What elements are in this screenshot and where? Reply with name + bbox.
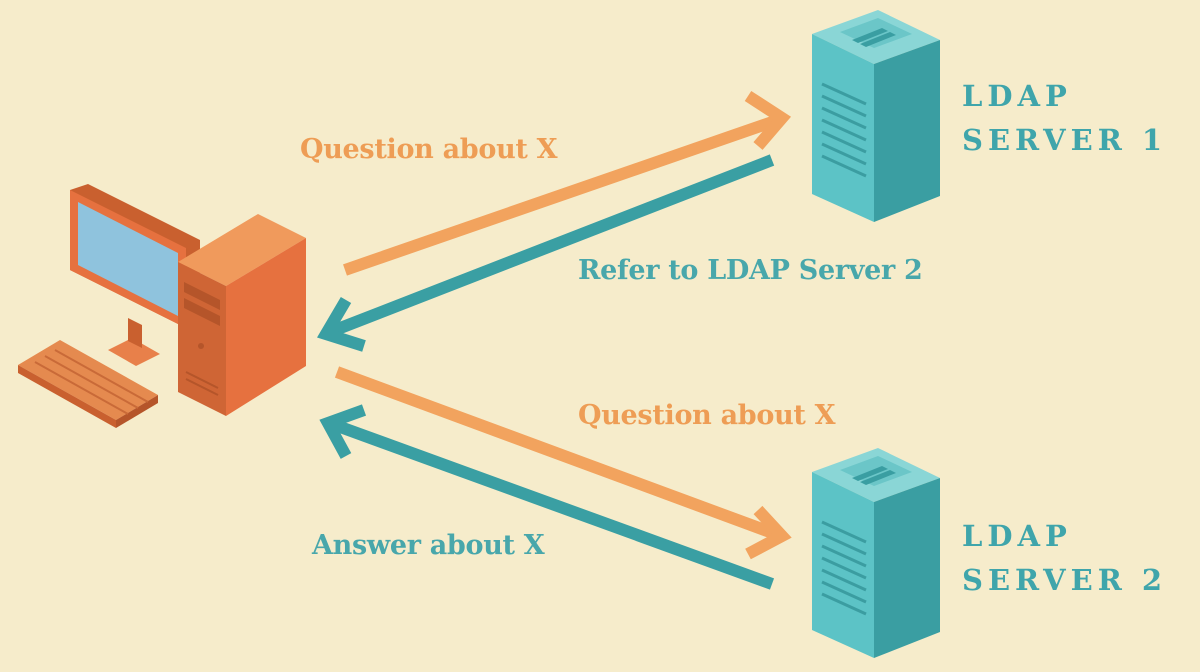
monitor [70,184,200,328]
server-2-title-line2: SERVER 2 [962,563,1168,597]
arrow-referral [317,154,775,352]
ldap-server-2 [812,448,940,658]
client-computer [18,184,306,428]
arrow-question-2 [334,366,792,560]
server-2-title-line1: LDAP [962,519,1072,553]
keyboard [18,340,158,428]
label-answer: Answer about X [312,530,545,561]
label-referral: Refer to LDAP Server 2 [578,255,923,286]
server-2-title: LDAP SERVER 2 [962,514,1167,602]
arrow-question-1 [343,90,792,276]
computer-tower [178,214,306,416]
arrow-answer [319,404,775,590]
server-1-title-line1: LDAP [962,79,1072,113]
label-question-1: Question about X [300,134,558,165]
ldap-server-1 [812,10,940,222]
monitor-screen [78,202,178,316]
label-question-2: Question about X [578,400,836,431]
server-1-title-line2: SERVER 1 [962,123,1168,157]
server-1-title: LDAP SERVER 1 [962,74,1167,162]
monitor-stand [108,318,160,366]
